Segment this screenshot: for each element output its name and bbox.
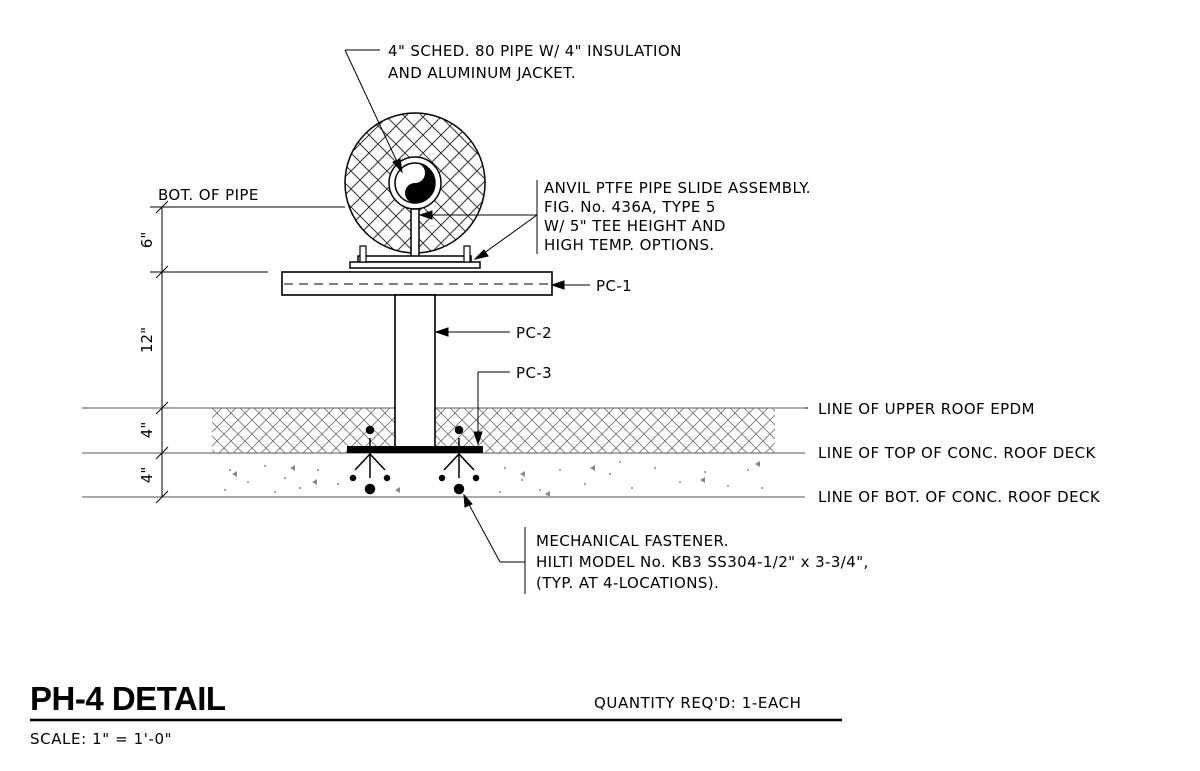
leaders xyxy=(344,49,808,594)
fastener-callout-line3: (TYP. AT 4-LOCATIONS). xyxy=(536,574,719,592)
slide-callout-line1: ANVIL PTFE PIPE SLIDE ASSEMBLY. xyxy=(544,179,811,197)
roof-section xyxy=(82,407,805,498)
pc1-label: PC-1 xyxy=(596,277,632,295)
anchor-right xyxy=(438,425,480,495)
top-deck-label: LINE OF TOP OF CONC. ROOF DECK xyxy=(818,444,1096,462)
pipe-slide-assembly xyxy=(349,208,481,269)
bot-of-pipe-label: BOT. OF PIPE xyxy=(158,186,259,204)
pc3-label: PC-3 xyxy=(516,364,552,382)
slide-callout-line4: HIGH TEMP. OPTIONS. xyxy=(544,236,715,254)
detail-title: PH-4 DETAIL xyxy=(30,680,226,717)
slide-callout-line2: FIG. No. 436A, TYPE 5 xyxy=(544,198,716,216)
dim-12in: 12" xyxy=(138,327,156,353)
dim-6in: 6" xyxy=(138,232,156,248)
slide-callout-line3: W/ 5" TEE HEIGHT AND xyxy=(544,217,726,235)
fastener-callout-line1: MECHANICAL FASTENER. xyxy=(536,532,729,550)
title-block: PH-4 DETAIL QUANTITY REQ'D: 1-EACH SCALE… xyxy=(30,680,842,748)
fastener-callout-line2: HILTI MODEL No. KB3 SS304-1/2" x 3-3/4", xyxy=(536,553,869,571)
concrete-stipple xyxy=(224,461,763,497)
epdm-insulation-layer xyxy=(212,408,775,453)
dimension-chain xyxy=(150,200,345,504)
bot-deck-label: LINE OF BOT. OF CONC. ROOF DECK xyxy=(818,488,1101,506)
upper-roof-label: LINE OF UPPER ROOF EPDM xyxy=(818,400,1035,418)
scale-label: SCALE: 1" = 1'-0" xyxy=(30,730,172,748)
pipe-callout-line2: AND ALUMINUM JACKET. xyxy=(388,64,576,82)
pipe-callout-line1: 4" SCHED. 80 PIPE W/ 4" INSULATION xyxy=(388,42,682,60)
quantity-label: QUANTITY REQ'D: 1-EACH xyxy=(594,694,802,712)
dim-4in-upper: 4" xyxy=(138,422,156,438)
pc3-base-plate xyxy=(347,446,483,453)
pc1-plate xyxy=(281,271,553,296)
anchor-left xyxy=(349,425,391,495)
pc2-post xyxy=(394,294,436,448)
dim-4in-lower: 4" xyxy=(138,467,156,483)
pc2-label: PC-2 xyxy=(516,324,552,342)
